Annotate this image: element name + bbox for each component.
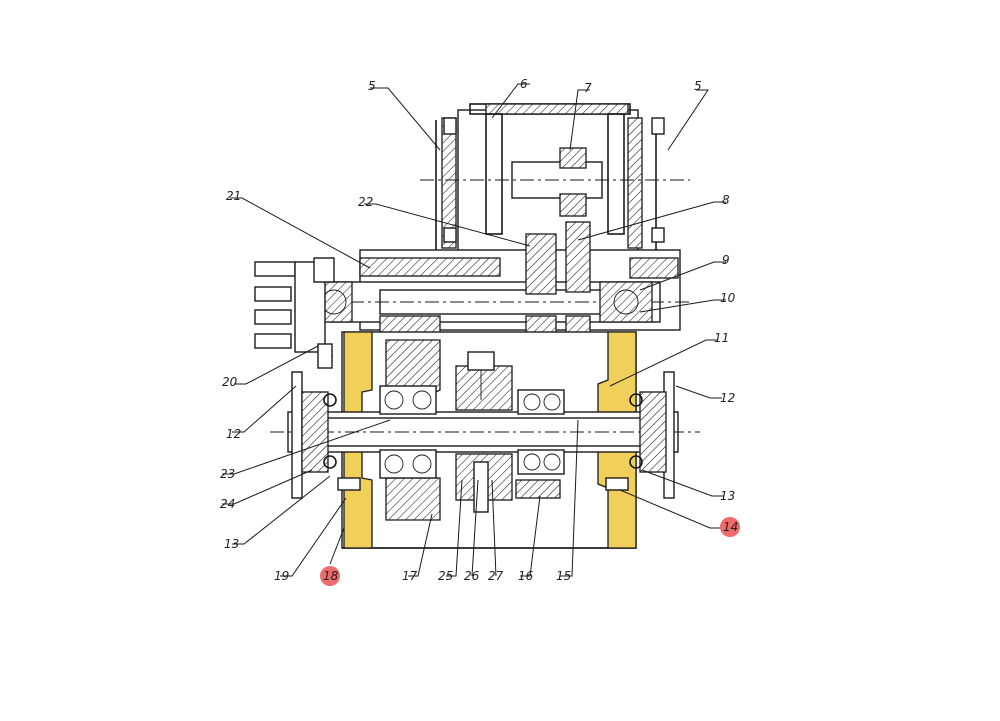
leader-lines — [222, 83, 726, 577]
callout-label: 7 — [584, 81, 592, 95]
callout-label: 13 — [224, 537, 239, 551]
callout-label: 16 — [518, 569, 534, 583]
callout-label-highlighted: 18 — [323, 569, 339, 583]
callout-label: 23 — [220, 467, 235, 481]
callout-label: 25 — [438, 569, 453, 583]
callout-label: 15 — [556, 569, 571, 583]
upper-housing — [420, 103, 690, 261]
highlight-marker-14 — [720, 517, 740, 537]
callout-label: 20 — [222, 375, 238, 389]
main-shaft — [270, 351, 700, 513]
callout-label: 26 — [464, 569, 480, 583]
callout-label: 12 — [720, 391, 735, 405]
highlight-marker-18 — [320, 566, 340, 586]
callout-labels: 5 6 7 5 21 22 8 9 10 11 20 12 12 23 24 1… — [220, 77, 738, 583]
callout-label: 8 — [722, 193, 730, 207]
oil-fittings — [254, 257, 335, 369]
callout-label: 10 — [720, 291, 736, 305]
callout-label-highlighted: 14 — [723, 520, 738, 534]
callout-label: 5 — [368, 79, 376, 93]
callout-label: 11 — [714, 331, 729, 345]
callout-label: 12 — [226, 427, 241, 441]
callout-label: 22 — [358, 195, 373, 209]
callout-label: 6 — [520, 77, 528, 91]
callout-label: 9 — [722, 253, 730, 267]
callout-label: 5 — [694, 79, 702, 93]
callout-label: 19 — [274, 569, 289, 583]
callout-label: 13 — [720, 489, 735, 503]
callout-label: 27 — [488, 569, 504, 583]
callout-label: 17 — [402, 569, 418, 583]
callout-label: 24 — [220, 497, 235, 511]
callout-label: 21 — [226, 189, 241, 203]
